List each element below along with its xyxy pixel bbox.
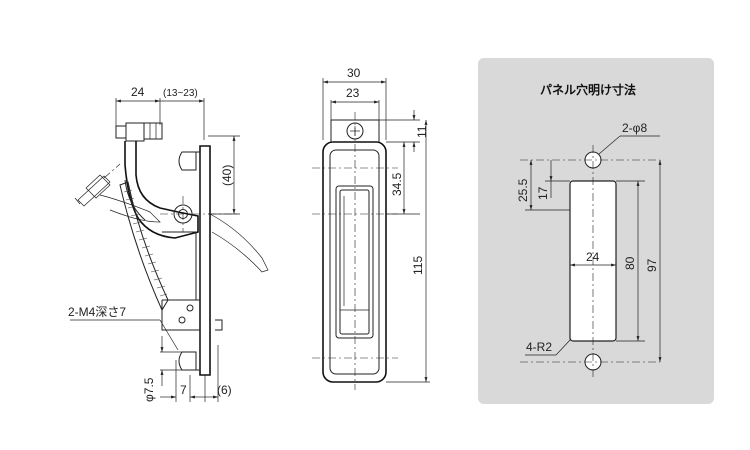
dim-97: 97	[645, 258, 659, 272]
dim-255: 25.5	[516, 178, 530, 202]
dim-30: 30	[347, 66, 361, 80]
dim-13-23: (13~23)	[163, 88, 198, 99]
bottom-boss	[178, 351, 197, 371]
panel-cutout: パネル穴明け寸法 2-φ8 25.5 17 24 80 97	[478, 58, 714, 404]
body-plate	[199, 145, 211, 376]
dim-24-side: 24	[131, 85, 145, 99]
dim-17: 17	[536, 186, 550, 200]
dim-24-panel: 24	[586, 250, 600, 264]
side-view: 24 (13~23)	[68, 85, 269, 402]
dim-40: (40)	[220, 165, 234, 186]
dim-80: 80	[623, 256, 637, 270]
handle-recess	[335, 185, 374, 339]
bolt-nut-2	[143, 122, 163, 140]
dim-7: 7	[180, 383, 187, 397]
lever-arm	[124, 141, 199, 239]
panel-title: パネル穴明け寸法	[540, 82, 636, 97]
bolt-head-left	[115, 125, 127, 139]
dim-23: 23	[346, 86, 360, 100]
dim-345: 34.5	[390, 172, 404, 196]
front-view: 30 23 11 34.5 115	[312, 66, 430, 390]
dim-6: (6)	[217, 383, 232, 397]
bolt-nut	[125, 122, 145, 142]
lever-open-phantom	[74, 163, 269, 273]
top-boss	[178, 151, 197, 171]
dim-115: 115	[411, 256, 425, 275]
dim-m4: 2-M4深さ7	[68, 305, 126, 319]
dim-r2: 4-R2	[526, 340, 552, 354]
dim-phi75: φ7.5	[142, 377, 156, 402]
spring-hatch	[123, 189, 168, 297]
dim-phi8: 2-φ8	[622, 121, 647, 135]
dim-11: 11	[415, 125, 429, 138]
front-body	[322, 141, 387, 383]
